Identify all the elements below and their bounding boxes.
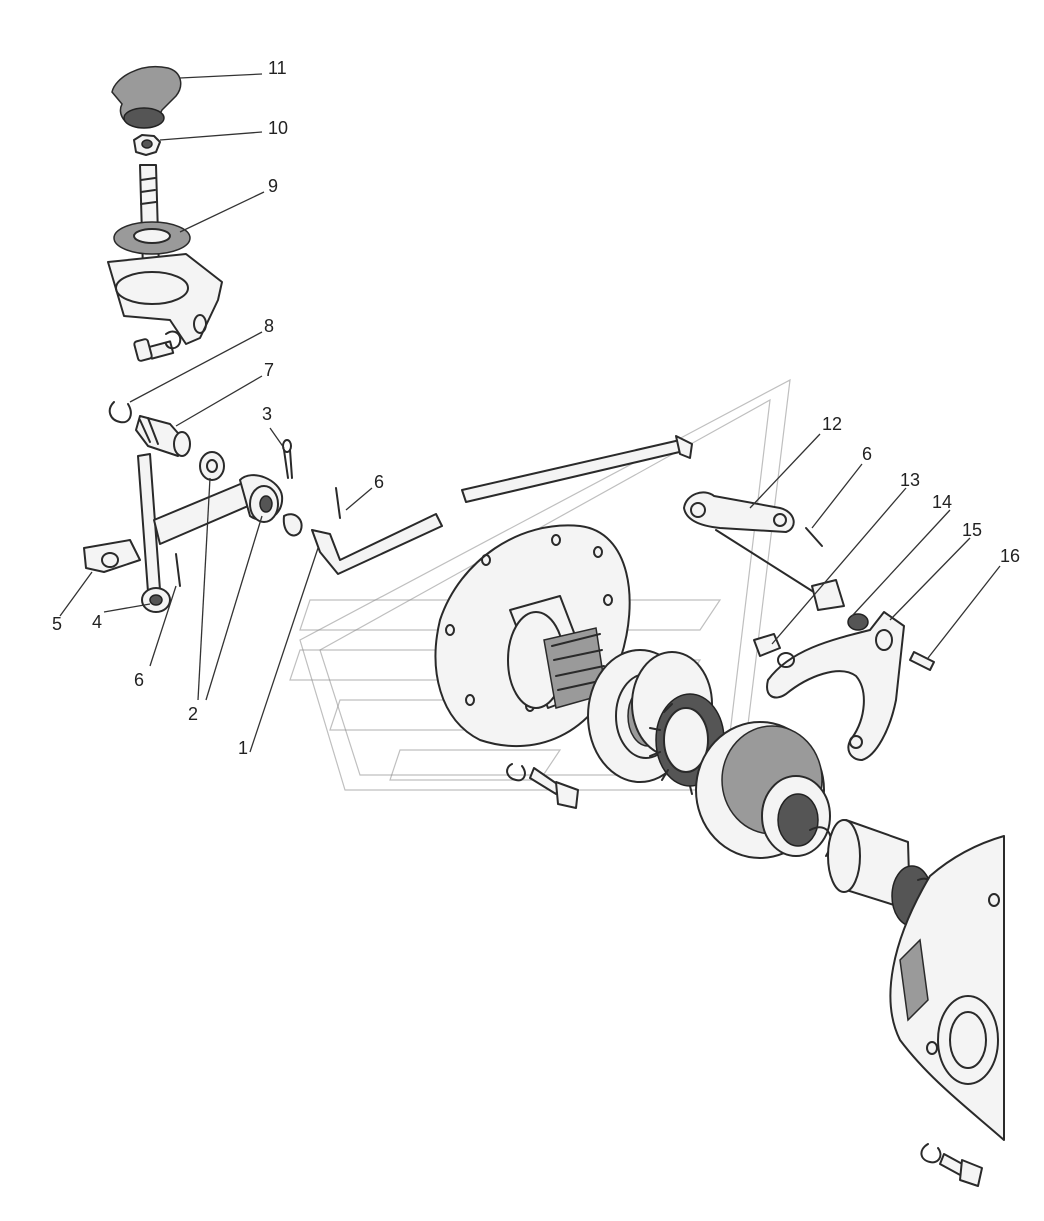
leader-lines [59, 73, 1001, 753]
flange-bolt [506, 763, 579, 809]
part-5-clevis [83, 539, 141, 573]
callout-1: 1 [238, 738, 248, 758]
housing-bolt [920, 1143, 983, 1187]
part-bracket-bolt [133, 330, 182, 362]
callout-8: 8 [264, 316, 274, 336]
clutch-drum [695, 721, 832, 859]
part-8-snap-ring [108, 401, 132, 424]
part-16-set-screw [909, 651, 935, 671]
part-6-pin-mid [335, 487, 341, 519]
part-12-shift-lever [683, 491, 821, 597]
part-6-pin-left [175, 553, 181, 587]
part-10-nut [133, 134, 161, 156]
callout-6-right: 6 [862, 444, 872, 464]
callout-9: 9 [268, 176, 278, 196]
part-9-rod-bracket [107, 164, 223, 345]
gearbox-housing [889, 835, 1005, 1141]
callout-13: 13 [900, 470, 920, 490]
part-3-cotter-pin [282, 439, 293, 479]
part-1-linkage-rod [282, 435, 693, 575]
callout-6-left: 6 [134, 670, 144, 690]
callout-12: 12 [822, 414, 842, 434]
part-2-washer [199, 451, 225, 481]
callout-5: 5 [52, 614, 62, 634]
callout-3: 3 [262, 404, 272, 424]
callout-labels: 11 10 9 8 7 3 6 5 4 6 2 1 12 6 13 14 15 … [52, 58, 1020, 758]
callout-10: 10 [268, 118, 288, 138]
callout-4: 4 [92, 612, 102, 632]
callout-7: 7 [264, 360, 274, 380]
callout-2: 2 [188, 704, 198, 724]
part-15-shift-fork [766, 611, 905, 761]
part-7-pivot-pin [135, 415, 191, 457]
part-11-knob [111, 66, 182, 129]
splined-shaft [507, 595, 607, 709]
callout-14: 14 [932, 492, 952, 512]
part-14-roller [847, 613, 869, 631]
callout-16: 16 [1000, 546, 1020, 566]
callout-6-mid: 6 [374, 472, 384, 492]
callout-15: 15 [962, 520, 982, 540]
callout-11: 11 [268, 58, 287, 78]
part-6-pin-right [805, 527, 823, 547]
